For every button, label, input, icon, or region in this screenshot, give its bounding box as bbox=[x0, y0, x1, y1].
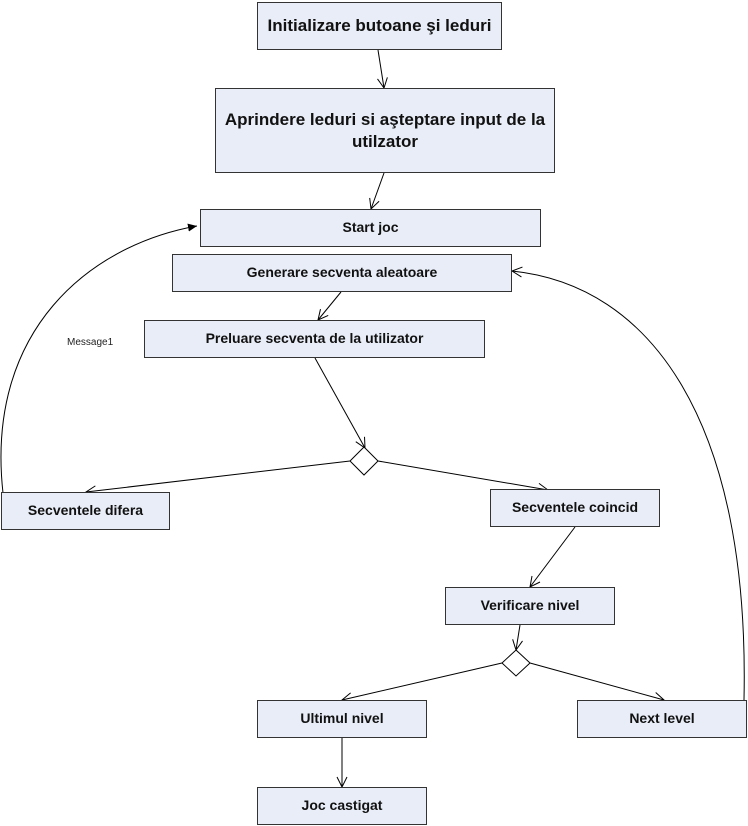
arrow-verificare-to-decision2 bbox=[516, 624, 520, 650]
arrow-decision1-to-difera bbox=[86, 460, 351, 492]
arrow-decision2-to-next bbox=[529, 662, 664, 700]
node-preluare: Preluare secventa de la utilizator bbox=[144, 320, 485, 358]
edge-label-message1: Message1 bbox=[67, 337, 114, 348]
node-generare: Generare secventa aleatoare bbox=[172, 254, 512, 292]
node-secventele-coincid: Secventele coincid bbox=[490, 489, 660, 527]
arrow-coincid-to-verificare bbox=[530, 526, 576, 587]
arrow-decision1-to-coincid bbox=[377, 460, 548, 490]
arrow-preluare-to-decision1 bbox=[314, 357, 365, 448]
node-ultimul-nivel: Ultimul nivel bbox=[257, 700, 427, 738]
decision-diamond-1 bbox=[349, 446, 379, 476]
node-init: Initializare butoane şi leduri bbox=[257, 2, 502, 50]
node-aprindere: Aprindere leduri si aşteptare input de l… bbox=[215, 88, 555, 173]
node-secventele-difera: Secventele difera bbox=[1, 492, 170, 530]
loop-next-to-generare bbox=[512, 271, 745, 701]
node-joc-castigat: Joc castigat bbox=[257, 787, 427, 825]
node-next-level: Next level bbox=[577, 700, 747, 738]
decision-diamond-2 bbox=[501, 649, 531, 677]
arrow-decision2-to-ultimul bbox=[342, 662, 503, 700]
node-start-joc: Start joc bbox=[200, 209, 541, 247]
node-verificare-nivel: Verificare nivel bbox=[445, 587, 615, 625]
arrow-aprindere-to-start bbox=[371, 172, 385, 209]
arrow-generare-to-preluare bbox=[318, 291, 342, 320]
loop-difera-to-start bbox=[0, 223, 198, 494]
arrow-init-to-aprindere bbox=[378, 49, 384, 88]
